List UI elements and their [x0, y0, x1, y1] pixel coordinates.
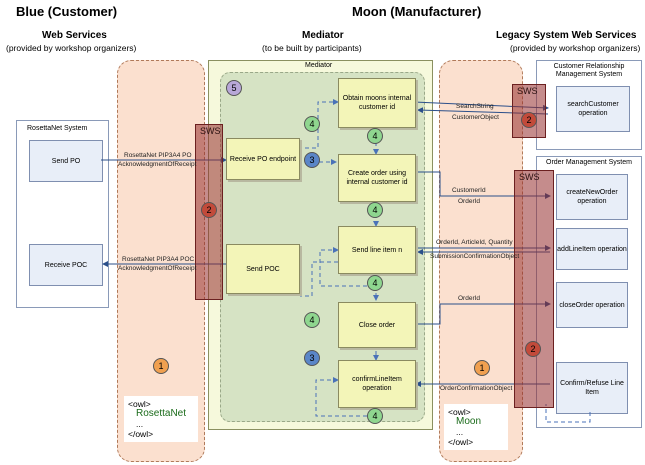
create-new-order-box[interactable]: createNewOrder operation	[556, 174, 628, 220]
confirm-feedback	[545, 404, 591, 423]
oms-system-title: Order Management System	[546, 159, 632, 166]
sws-oms-label: SWS	[519, 172, 540, 182]
legacy-sub: (provided by workshop organizers)	[510, 43, 641, 53]
circle-2-crm: 2	[521, 112, 537, 128]
pip-poc-label-1: RosettaNet PIP3A4 POC	[122, 256, 195, 263]
owl-name: Moon	[456, 416, 482, 427]
circle-4-a: 4	[304, 116, 320, 132]
blue-adapter-column	[117, 60, 205, 462]
owl-name: RosettaNet	[136, 408, 187, 419]
receive-po-box[interactable]: Receive PO endpoint	[226, 138, 300, 180]
pip-po-label-2: AcknowledgmentOfReceipt	[118, 161, 197, 168]
rosettanet-system-title: RosettaNet System	[27, 125, 88, 132]
pip-poc-label-2: AcknowledgmentOfReceipt	[118, 265, 197, 272]
cust-label-1: CustomerId	[452, 187, 486, 194]
circle-4-b: 4	[367, 128, 383, 144]
loop-send-line	[319, 247, 374, 287]
circle-4-f: 4	[367, 408, 383, 424]
owl-close: </owl>	[448, 437, 474, 447]
owl-dots: ...	[456, 427, 464, 437]
moon-manufacturer-heading: Moon (Manufacturer)	[352, 4, 482, 19]
close-order-op-box[interactable]: closeOrder operation	[556, 282, 628, 328]
add-line-item-box[interactable]: addLineItem operation	[556, 228, 628, 270]
obtain-customer-id-box[interactable]: Obtain moons internal customer id	[338, 78, 416, 128]
pip-po-label-1: RosettaNet PIP3A4 PO	[124, 152, 192, 159]
search-label-2: CustomerObject	[452, 114, 499, 121]
cust-label-2: OrderId	[458, 198, 481, 205]
web-services-title: Web Services	[42, 30, 107, 41]
line-label-1: OrderId, ArticleId, Quantity	[436, 239, 513, 246]
circle-2-oms: 2	[525, 341, 541, 357]
create-order-arrow	[414, 171, 551, 199]
receive-poc-box[interactable]: Receive POC	[29, 244, 103, 286]
sws-crm-bar: SWS	[512, 84, 546, 138]
search-customer-box[interactable]: searchCustomer operation	[556, 86, 630, 132]
mediator-frame-title: Mediator	[305, 62, 333, 69]
circle-4-c: 4	[367, 202, 383, 218]
circle-2-blue: 2	[201, 202, 217, 218]
owl-close: </owl>	[128, 429, 154, 439]
send-line-item-box[interactable]: Send line item n	[338, 226, 416, 274]
send-poc-box[interactable]: Send POC	[226, 244, 300, 294]
owl-dots: ...	[136, 419, 144, 429]
line-label-2: SubmissionConfirmationObject	[430, 253, 520, 260]
circle-4-e: 4	[304, 312, 320, 328]
moon-adapter-column	[439, 60, 523, 462]
crm-system-title: Customer Relationship Management System	[553, 63, 625, 78]
mediator-column-title: Mediator	[302, 30, 344, 41]
owl-rosettanet: <owl> RosettaNet ... </owl>	[124, 396, 198, 442]
create-order-box[interactable]: Create order using internal customer id	[338, 154, 416, 202]
circle-3-b: 3	[304, 350, 320, 366]
search-label-1: SearchString	[456, 103, 494, 110]
close-label-1: OrderId	[458, 295, 481, 302]
sws-blue-label: SWS	[200, 126, 221, 136]
owl-moon: <owl> Moon ... </owl>	[444, 404, 508, 450]
blue-customer-heading: Blue (Customer)	[16, 4, 118, 19]
owl-open: <owl>	[128, 399, 151, 409]
web-services-sub: (provided by workshop organizers)	[6, 43, 137, 53]
legacy-title: Legacy System Web Services	[496, 30, 637, 41]
confirm-label-1: OrderConfirmationObject	[440, 385, 513, 392]
close-order-box[interactable]: Close order	[338, 302, 416, 348]
circle-3-a: 3	[304, 152, 320, 168]
circle-5: 5	[226, 80, 242, 96]
close-order-arrow	[414, 301, 551, 325]
flow-to-send-poc	[300, 261, 338, 297]
confirm-line-item-box[interactable]: confirmLineItem operation	[338, 360, 416, 408]
confirm-refuse-box[interactable]: Confirm/Refuse Line Item	[556, 362, 628, 414]
mediator-column-sub: (to be built by participants)	[262, 43, 362, 53]
sws-oms-bar: SWS	[514, 170, 554, 408]
send-po-box[interactable]: Send PO	[29, 140, 103, 182]
circle-4-d: 4	[367, 275, 383, 291]
loop-confirm	[315, 377, 374, 417]
sws-crm-label: SWS	[517, 86, 538, 96]
circle-1-moon: 1	[474, 360, 490, 376]
owl-open: <owl>	[448, 407, 471, 417]
circle-1-blue: 1	[153, 358, 169, 374]
